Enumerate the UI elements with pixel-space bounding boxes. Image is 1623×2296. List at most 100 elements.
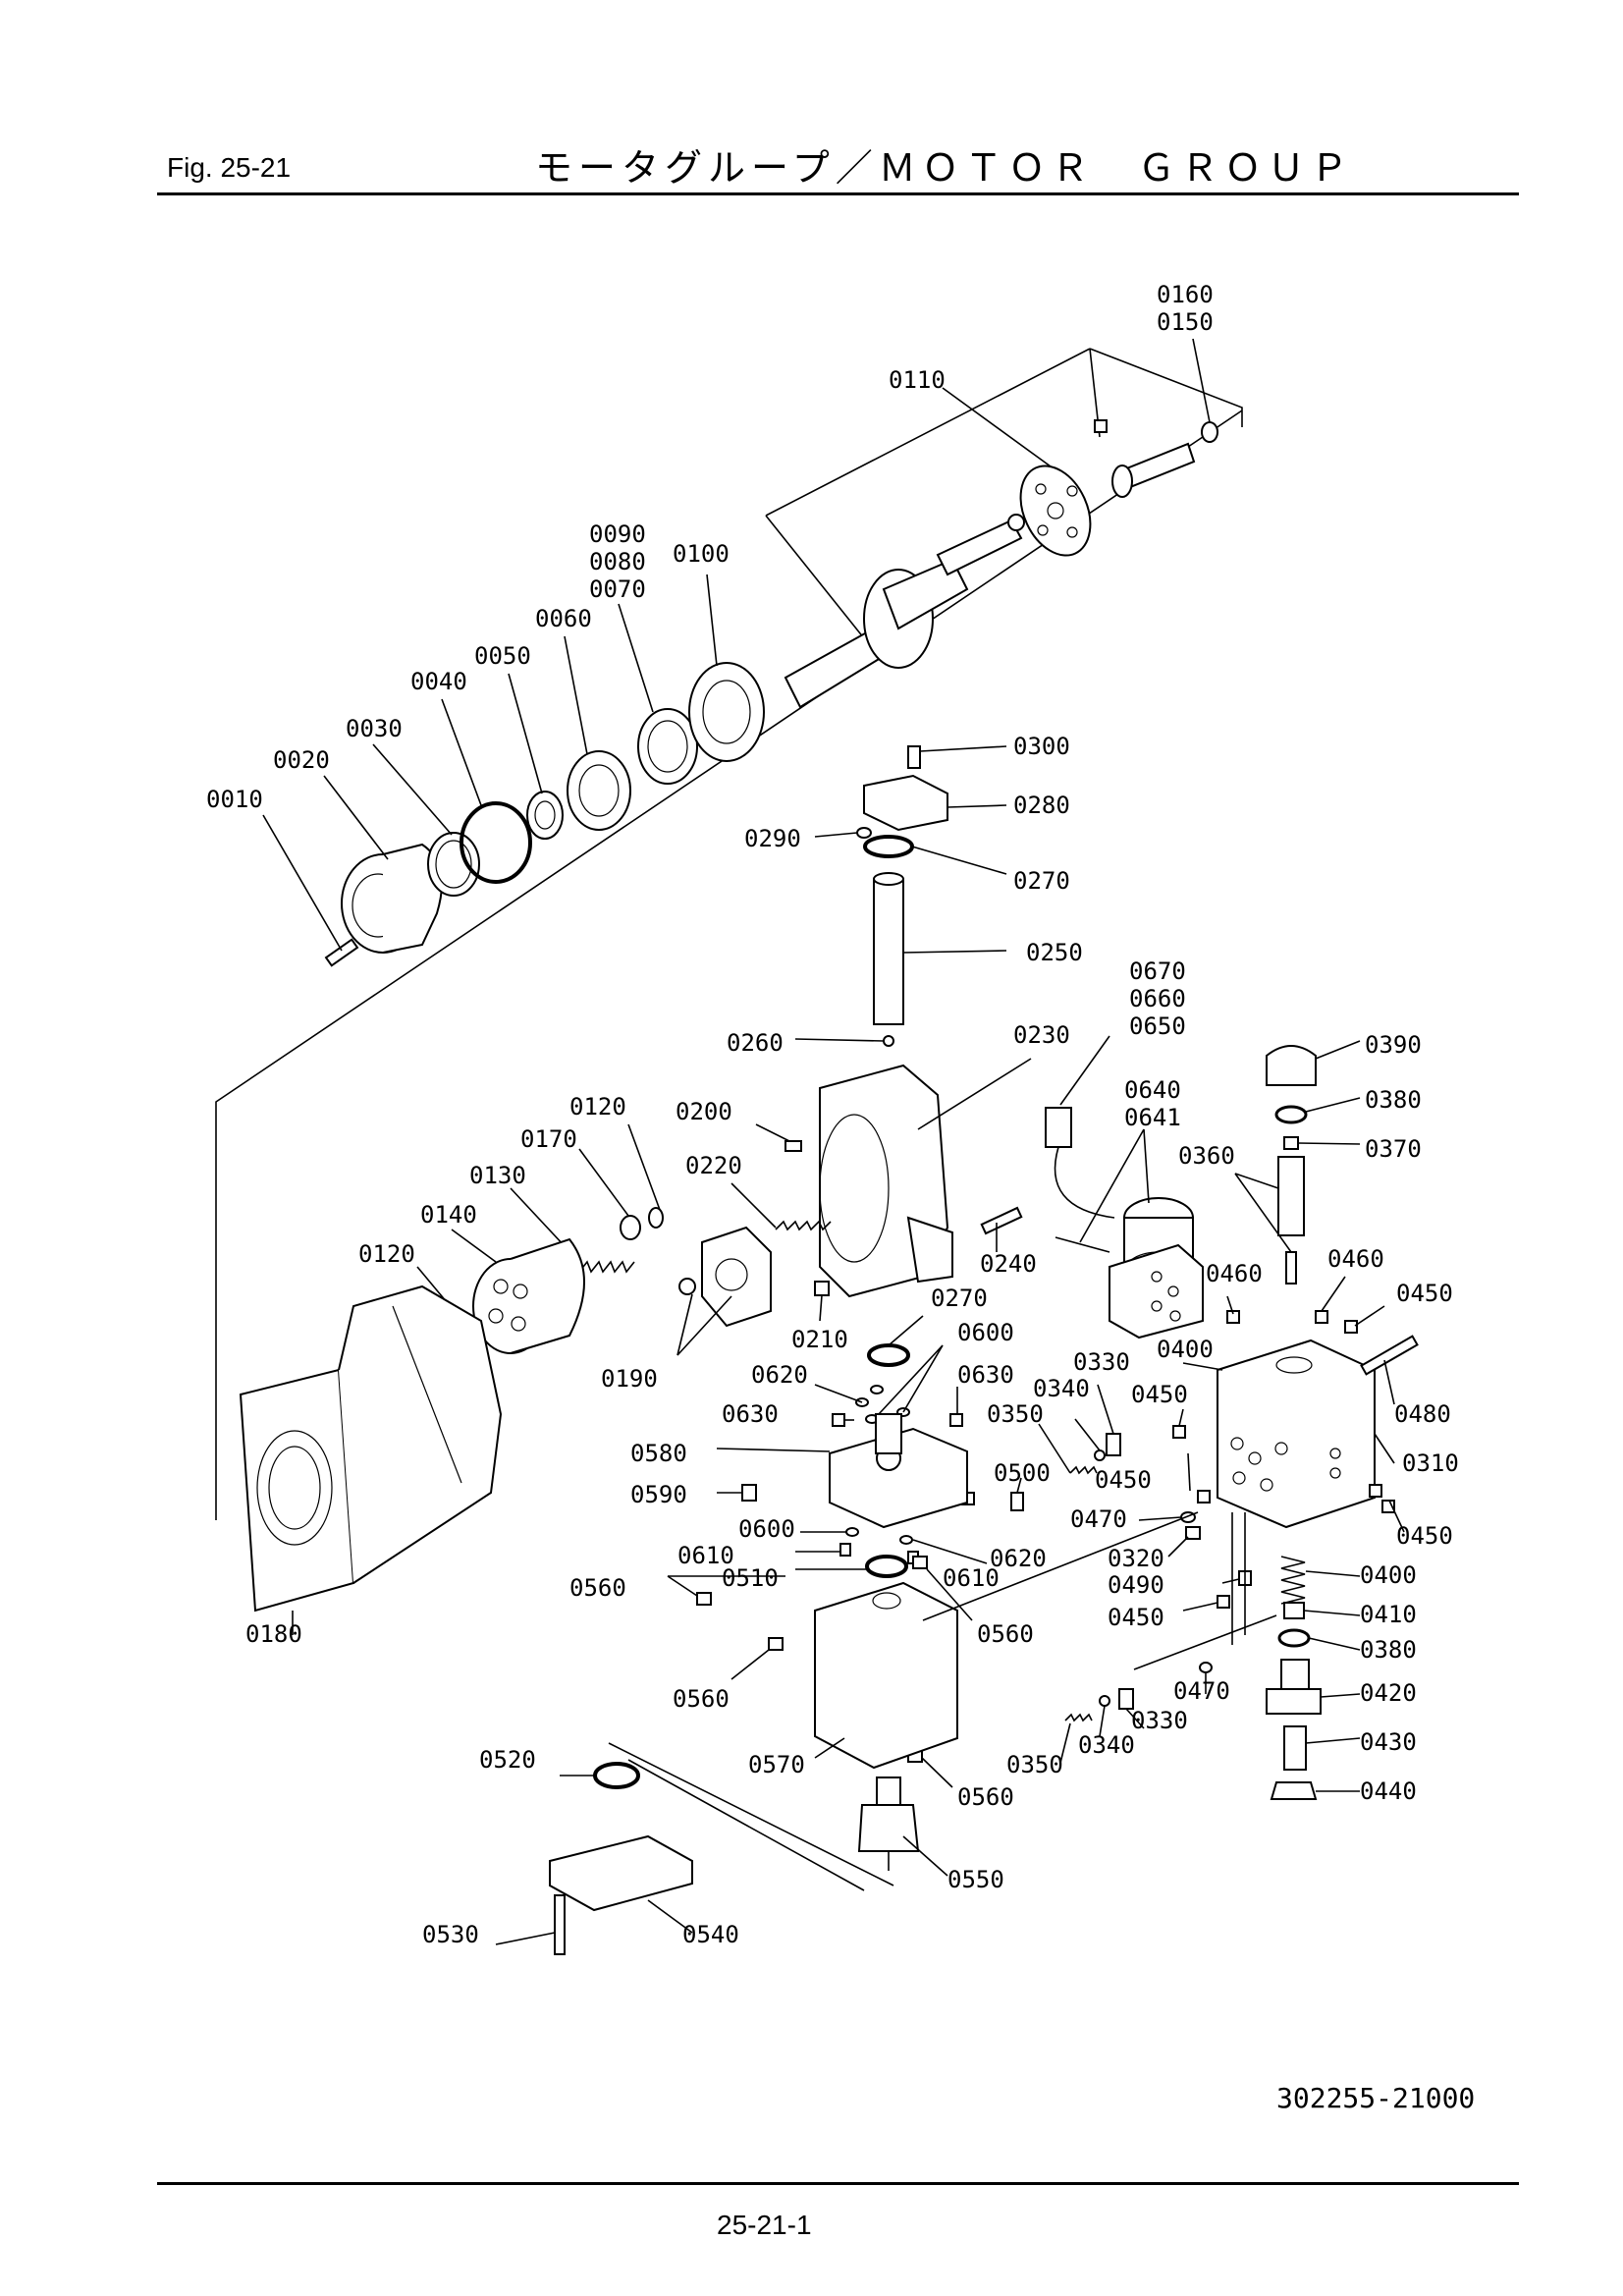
- callout-0250: 0250: [1026, 939, 1083, 966]
- header-rule: [157, 192, 1519, 195]
- callout-0130: 0130: [469, 1162, 526, 1189]
- part-0140-cylinder-block: [451, 1229, 585, 1354]
- callout-0280: 0280: [1013, 792, 1070, 819]
- part-0530-bolt: [495, 1894, 566, 1955]
- callout-0630-left: 0630: [722, 1400, 779, 1428]
- figure-label: Fig. 25-21: [167, 152, 292, 183]
- callout-0550: 0550: [947, 1866, 1004, 1893]
- part-0160-ring: [1192, 338, 1218, 443]
- callout-0650: 0650: [1129, 1012, 1186, 1040]
- callout-0620-upper: 0620: [751, 1361, 808, 1389]
- callout-0520: 0520: [479, 1746, 536, 1774]
- part-0320-pin: [1167, 1526, 1201, 1558]
- callout-0220: 0220: [685, 1152, 742, 1179]
- callout-0580: 0580: [630, 1440, 687, 1467]
- callout-0450-lower: 0450: [1108, 1604, 1164, 1631]
- part-0390-cap: [1266, 1040, 1361, 1086]
- part-0641-bolt: [1055, 1128, 1145, 1253]
- part-solenoid-block: [1109, 1243, 1204, 1339]
- callout-0010: 0010: [206, 786, 263, 813]
- callout-0460-left: 0460: [1206, 1260, 1263, 1287]
- callout-0340-lower: 0340: [1078, 1731, 1135, 1759]
- callout-0590: 0590: [630, 1481, 687, 1508]
- callout-0150: 0150: [1157, 308, 1214, 336]
- part-0050-nut: [508, 673, 564, 840]
- part-0300-screw: [907, 745, 1007, 769]
- drawing-number: 302255-21000: [1276, 2082, 1476, 2114]
- part-pin-0360: [1285, 1251, 1297, 1285]
- callout-0030: 0030: [346, 715, 403, 742]
- part-0280-cap: [863, 774, 1007, 832]
- callout-0200: 0200: [676, 1098, 732, 1125]
- callout-0560-right: 0560: [977, 1620, 1034, 1648]
- part-0650-connector: [1045, 1035, 1115, 1219]
- callout-0450-top: 0450: [1396, 1280, 1453, 1307]
- callout-0290: 0290: [744, 825, 801, 852]
- callout-0630-right: 0630: [957, 1361, 1014, 1389]
- part-0480-bolt: [1360, 1335, 1419, 1405]
- part-0380-o-ring-upper: [1274, 1097, 1361, 1124]
- callout-0070: 0070: [589, 575, 646, 603]
- callout-0620-lower: 0620: [990, 1545, 1047, 1572]
- callout-0490: 0490: [1108, 1571, 1164, 1599]
- part-pin-shaft: [936, 514, 1025, 576]
- cover-group-frame: [608, 1742, 894, 1891]
- callout-0460-right: 0460: [1327, 1245, 1384, 1273]
- part-0110-plate: [942, 387, 1092, 557]
- callout-0050: 0050: [474, 642, 531, 670]
- callout-0340-upper: 0340: [1033, 1375, 1090, 1402]
- part-0270-o-ring: [863, 835, 1007, 875]
- callout-0270-upper: 0270: [1013, 867, 1070, 895]
- callout-0480: 0480: [1394, 1400, 1451, 1428]
- part-0350-spring-lower: [1059, 1713, 1093, 1764]
- page-number: 25-21-1: [717, 2210, 812, 2240]
- part-0100-bearing: [688, 574, 765, 762]
- part-0260-ball: [794, 1035, 894, 1047]
- callout-0560-left: 0560: [569, 1574, 626, 1602]
- callout-0110: 0110: [889, 366, 946, 394]
- callout-0100: 0100: [673, 540, 730, 568]
- callout-0560-mid: 0560: [673, 1685, 730, 1713]
- part-0490-plug: [1221, 1570, 1252, 1586]
- callout-0560-bottom: 0560: [957, 1783, 1014, 1811]
- part-0500-plug: [1010, 1477, 1024, 1511]
- callout-0310: 0310: [1402, 1449, 1459, 1477]
- part-0200-pin: [755, 1123, 802, 1152]
- part-0060-bearing: [564, 635, 631, 831]
- callout-0400-lower: 0400: [1360, 1561, 1417, 1589]
- part-0520-o-ring: [560, 1762, 640, 1789]
- callout-0320: 0320: [1108, 1545, 1164, 1572]
- callout-0240: 0240: [980, 1250, 1037, 1278]
- callout-0450-right: 0450: [1396, 1522, 1453, 1550]
- callout-0380-upper: 0380: [1365, 1086, 1422, 1114]
- callout-0270-lower: 0270: [931, 1285, 988, 1312]
- callout-0090: 0090: [589, 520, 646, 548]
- callout-0020: 0020: [273, 746, 330, 774]
- part-0370-seal: [1283, 1136, 1361, 1150]
- callout-0350-lower: 0350: [1006, 1751, 1063, 1778]
- callout-0380-lower: 0380: [1360, 1636, 1417, 1664]
- part-0470-o-ring-lower: [1199, 1662, 1213, 1694]
- callout-0670: 0670: [1129, 957, 1186, 985]
- callout-0600-upper: 0600: [957, 1319, 1014, 1346]
- part-0380-o-ring-lower: [1277, 1628, 1361, 1651]
- part-0290-o-ring: [814, 827, 872, 839]
- callout-0160: 0160: [1157, 281, 1214, 308]
- callout-0440: 0440: [1360, 1777, 1417, 1805]
- callout-0410: 0410: [1360, 1601, 1417, 1628]
- callout-0170: 0170: [520, 1125, 577, 1153]
- part-0180-housing: [239, 1285, 503, 1635]
- part-0270-o-ring-lower: [867, 1315, 924, 1367]
- part-shaft: [784, 558, 969, 709]
- callout-0400-upper: 0400: [1157, 1336, 1214, 1363]
- part-0450-plug-c: [1182, 1595, 1230, 1612]
- part-0550-plug: [857, 1777, 948, 1877]
- callout-0600-lower: 0600: [738, 1515, 795, 1543]
- callout-0120-lower: 0120: [358, 1240, 415, 1268]
- callout-0060: 0060: [535, 605, 592, 632]
- part-small-orings-upper: [814, 1344, 944, 1424]
- callout-0470-upper: 0470: [1070, 1505, 1127, 1533]
- callout-0140: 0140: [420, 1201, 477, 1229]
- part-0430-screw: [1283, 1725, 1361, 1771]
